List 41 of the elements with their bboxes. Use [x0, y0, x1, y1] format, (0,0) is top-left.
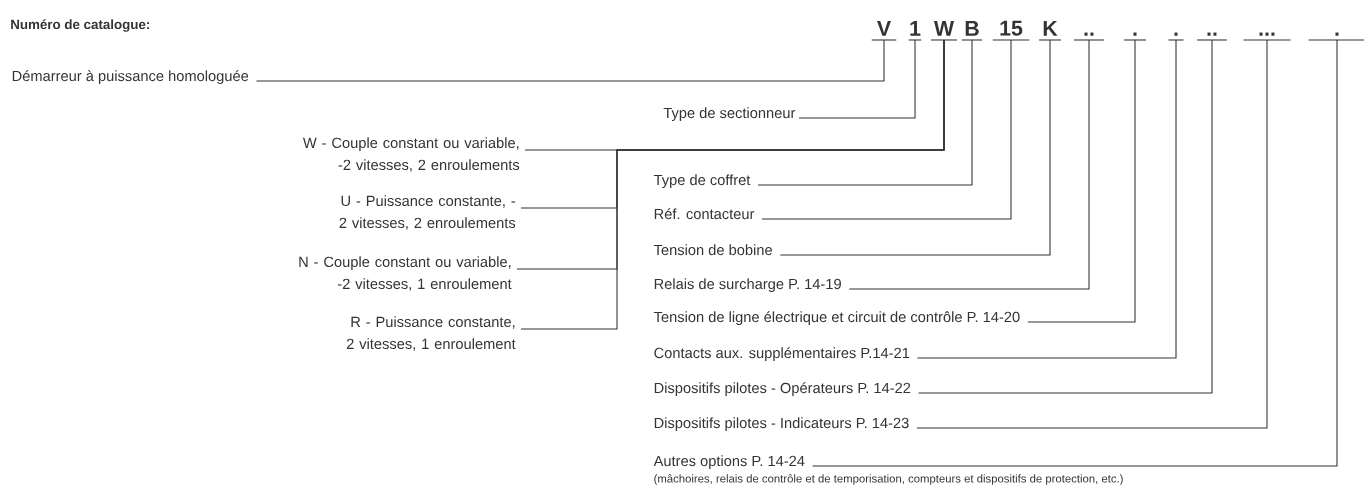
leader-line [1027, 39, 1136, 323]
leader-line [848, 39, 1090, 290]
code-segment: ... [1242, 32, 1292, 41]
label-text: Tension de ligne électrique et circuit de contrôle P. 14-20 [653, 311, 1020, 325]
label-text: Type de coffret [653, 174, 751, 188]
note-text: (mâchoires, relais de contrôle et de temporisation, compteurs et dispositifs de protection, etc.) [654, 474, 1123, 485]
code-segment: K [1038, 21, 1062, 41]
heading: Numéro de catalogue: [11, 19, 149, 32]
leader-line [798, 39, 916, 119]
label-text: Type de sectionneur [663, 107, 796, 122]
code-segment: 15 [992, 20, 1030, 41]
leader-line [812, 39, 1338, 467]
code-segment: .. [1073, 32, 1105, 41]
code-segment: V [871, 21, 897, 41]
leader-line [916, 39, 1177, 359]
label-text: Autres options P. 14-24 [653, 455, 805, 469]
code-segment: 1 [908, 21, 922, 41]
leader-line [916, 39, 1268, 429]
option-text: N - Couple constant ou variable, -2 vitesses, 1 enroulement [299, 256, 512, 291]
label-text: Démarreur à puissance homologuée [12, 70, 249, 85]
code-segment: W [930, 21, 958, 41]
code-segment: .. [1196, 32, 1228, 41]
code-segment: . [1123, 32, 1147, 41]
leader-line [757, 39, 973, 186]
code-segment: B [961, 21, 983, 41]
label-text: Dispositifs pilotes - Indicateurs P. 14-23 [654, 417, 909, 431]
code-segment: . [1167, 32, 1185, 41]
label-text: Contacts aux. supplémentaires P.14-21 [654, 347, 910, 361]
label-text: Relais de surcharge P. 14-19 [654, 278, 841, 292]
option-text: W - Couple constant ou variable, -2 vitesses, 2 enroulements [302, 137, 520, 172]
label-text: Dispositifs pilotes - Opérateurs P. 14-22 [654, 382, 911, 396]
option-text: U - Puissance constante, -2 vitesses, 2 enroulements [339, 195, 516, 230]
leader-line [255, 39, 885, 82]
leader-line [761, 39, 1012, 220]
code-segment: . [1308, 32, 1364, 41]
leader-line [779, 39, 1051, 256]
leader-line [918, 39, 1213, 394]
option-text: R - Puissance constante, 2 vitesses, 1 enroulement [346, 316, 516, 351]
label-text: Réf. contacteur [654, 208, 755, 220]
leader-line [520, 39, 945, 330]
label-text: Tension de bobine [653, 244, 772, 256]
